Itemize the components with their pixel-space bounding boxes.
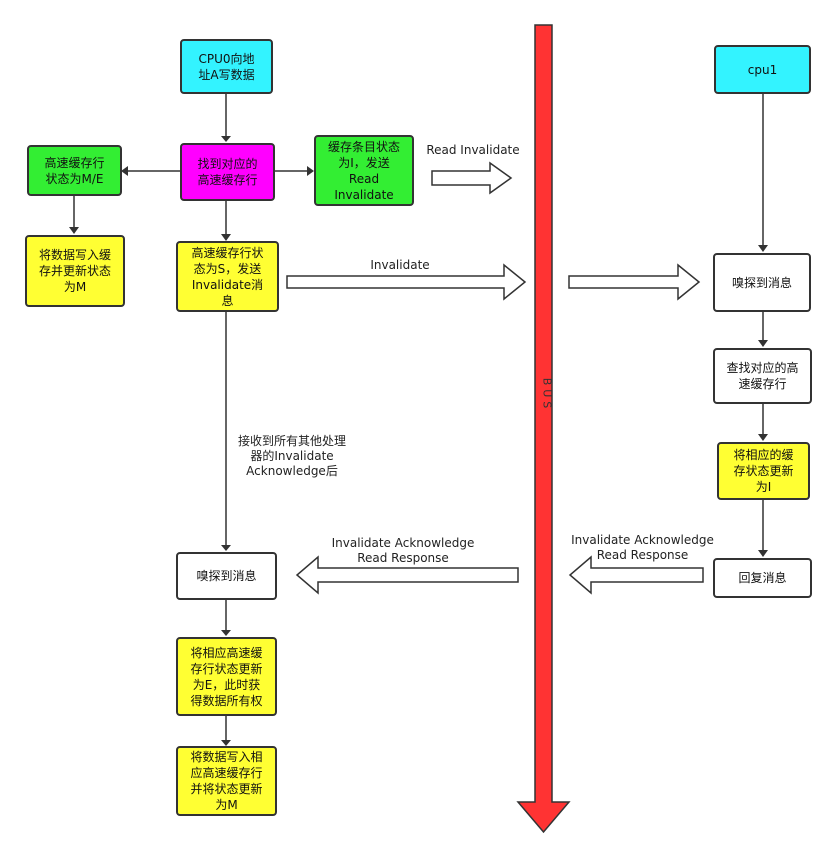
ack-resp-left-label: Invalidate Acknowledge Read Response [331,536,475,565]
snoop-left-box: 嗅探到消息 [176,552,277,600]
find-cache-line-box: 找到对应的 高速缓存行 [180,143,275,201]
write-update-m-box: 将数据写入相 应高速缓存行 并将状态更新 为M [176,746,277,816]
invalidate-arrow-right [568,263,701,301]
after-ack-label: 接收到所有其他处理 器的Invalidate Acknowledge后 [237,434,346,478]
find-line-right-box: 查找对应的高 速缓存行 [713,348,812,404]
update-i-box: 将相应的缓 存状态更新 为I [717,442,810,500]
write-cache-m-box: 将数据写入缓 存并更新状态 为M [25,235,125,307]
snoop-right-box: 嗅探到消息 [713,253,811,312]
read-invalidate-label: Read Invalidate [426,143,520,157]
ack-resp-right-label: Invalidate Acknowledge Read Response [571,533,714,562]
arrowheads [69,136,768,746]
block-arrows [286,161,704,595]
invalidate-arrow-left [286,263,527,301]
read-invalidate-arrow [431,161,513,195]
cpu0-write-box: CPU0向地 址A写数据 [180,39,273,94]
update-e-box: 将相应高速缓 存行状态更新 为E，此时获 得数据所有权 [176,637,277,716]
set-state-i-box: 缓存条目状态 为I，发送 Read Invalidate [314,135,414,206]
state-me-box: 高速缓存行 状态为M/E [27,145,122,196]
set-state-s-box: 高速缓存行状 态为S，发送 Invalidate消 息 [176,241,279,312]
bus-arrow [516,24,571,834]
bus-label: BUS [541,378,554,413]
ack-arrow-left [295,555,519,595]
reply-box: 回复消息 [713,558,812,598]
ack-arrow-right [568,555,704,595]
invalidate-label: Invalidate [370,258,430,272]
cpu1-box: cpu1 [714,45,811,94]
connectors [73,94,764,740]
